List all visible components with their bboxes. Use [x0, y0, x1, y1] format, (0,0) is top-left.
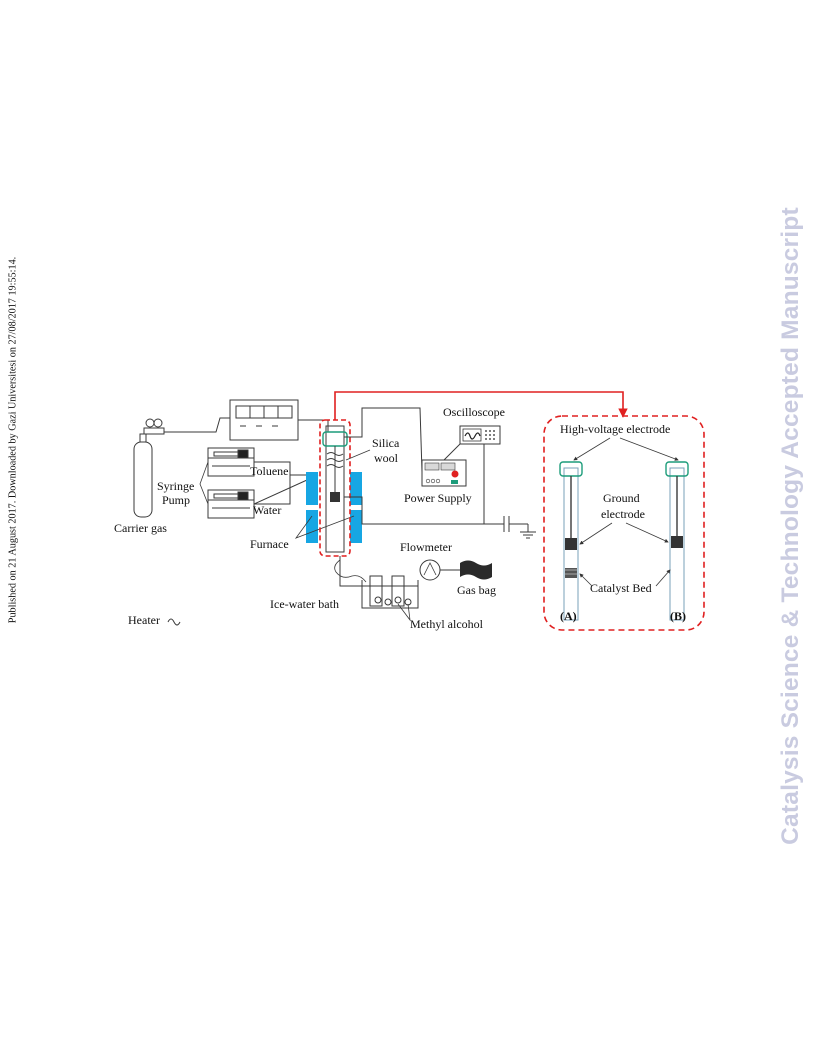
- detail-callout-line: [334, 391, 628, 420]
- carrier-gas-label: Carrier gas: [114, 521, 167, 535]
- furnace-label: Furnace: [250, 537, 289, 551]
- reactor: [319, 419, 351, 557]
- flowmeter-arrow: [423, 562, 437, 576]
- capacitor-symbol: [503, 516, 529, 532]
- furnace: [306, 472, 362, 543]
- furnace-pointer: [294, 515, 355, 539]
- ground-wire: [344, 496, 504, 525]
- hv-wire: [344, 407, 423, 473]
- gas-line: [164, 417, 230, 433]
- flowmeter-label: Flowmeter: [400, 540, 452, 554]
- experimental-setup-figure: Carrier gas: [114, 391, 705, 631]
- heater-coil-icon: [167, 618, 181, 626]
- config-a-label: (A): [560, 609, 577, 623]
- ground-pointer-a: [579, 522, 613, 545]
- catalyst-bed-label: Catalyst Bed: [590, 581, 652, 595]
- pump-label: Pump: [162, 493, 190, 507]
- toluene-label: Toluene: [250, 464, 288, 478]
- condensate-tubing: [334, 559, 367, 583]
- publication-note: Published on 21 August 2017. Downloaded …: [2, 248, 24, 633]
- gas-cylinder: [133, 418, 165, 518]
- scope-to-power-wire: [443, 443, 461, 461]
- electrode-detail-inset: [543, 415, 705, 631]
- controller-to-reactor-line: [298, 419, 329, 432]
- syringe-pointer: [199, 461, 209, 505]
- syringe-pump-water: [207, 489, 255, 519]
- journal-watermark-text: Catalysis Science & Technology Accepted …: [777, 207, 804, 845]
- oscilloscope: [459, 425, 501, 445]
- outlet-line: [339, 556, 418, 587]
- hv-pointer-b: [619, 437, 679, 461]
- ground-pointer-b: [625, 522, 669, 543]
- methyl-alcohol-label: Methyl alcohol: [410, 617, 484, 631]
- catalyst-pointer-a: [579, 573, 593, 587]
- wool-label: wool: [374, 451, 399, 465]
- mass-flow-controller: [229, 399, 299, 441]
- power-supply-label: Power Supply: [404, 491, 472, 505]
- publication-note-text: Published on 21 August 2017. Downloaded …: [7, 256, 19, 624]
- hv-pointer-a: [573, 437, 611, 461]
- ground-label: Ground: [603, 491, 640, 505]
- hv-electrode-label: High-voltage electrode: [560, 422, 670, 436]
- power-supply: [421, 459, 467, 487]
- syringe-pump-toluene: [207, 447, 255, 477]
- journal-watermark: Catalysis Science & Technology Accepted …: [768, 130, 814, 922]
- silica-label: Silica: [372, 436, 400, 450]
- ice-water-bath: [361, 575, 419, 609]
- heater-label: Heater: [128, 613, 160, 627]
- methyl-alcohol-pointer: [397, 603, 411, 622]
- ground-symbol: [520, 531, 536, 539]
- ice-water-bath-label: Ice-water bath: [270, 597, 339, 611]
- water-label: Water: [253, 503, 281, 517]
- catalyst-pointer-b: [655, 569, 671, 587]
- electrode-label: electrode: [601, 507, 645, 521]
- config-b-tube: [665, 461, 689, 621]
- silica-pointer: [345, 449, 371, 461]
- config-a-tube: [559, 461, 583, 621]
- syringe-label: Syringe: [157, 479, 194, 493]
- oscilloscope-label: Oscilloscope: [443, 405, 505, 419]
- gas-bag-symbol: [460, 560, 492, 580]
- config-b-label: (B): [670, 609, 686, 623]
- gas-bag-label: Gas bag: [457, 583, 496, 597]
